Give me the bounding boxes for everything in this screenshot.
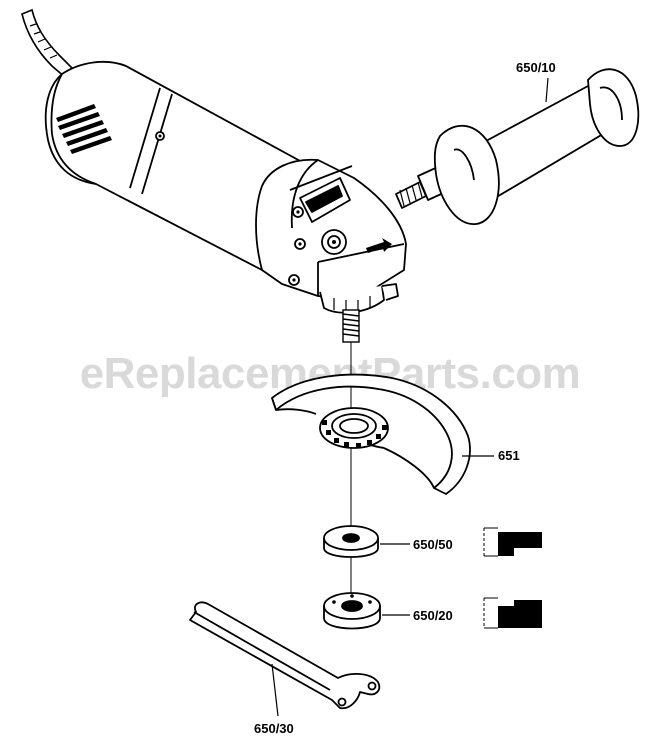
label-handle: 650/10: [516, 60, 556, 75]
label-nut: 650/20: [413, 608, 453, 623]
label-guard: 651: [498, 448, 520, 463]
vent-slots: [56, 104, 112, 154]
watermark-text: eReplacementParts.com: [80, 349, 581, 398]
clamping-nut: [323, 592, 381, 630]
power-cord: [21, 8, 76, 80]
label-flange: 650/50: [413, 537, 453, 552]
side-handle: [395, 68, 640, 225]
spindle: [342, 309, 360, 343]
grinder-body: [44, 60, 407, 314]
label-wrench: 650/30: [254, 721, 294, 736]
guard-collar-teeth: [322, 420, 387, 448]
pin-wrench: [189, 601, 381, 710]
backing-flange: [323, 525, 379, 558]
leader-handle: [545, 77, 549, 103]
leader-lines: [271, 77, 549, 717]
leader-wrench: [271, 663, 279, 717]
flange-section-icon: [483, 527, 542, 557]
wheel-guard: [271, 373, 471, 495]
nut-section-icon: [483, 597, 542, 629]
